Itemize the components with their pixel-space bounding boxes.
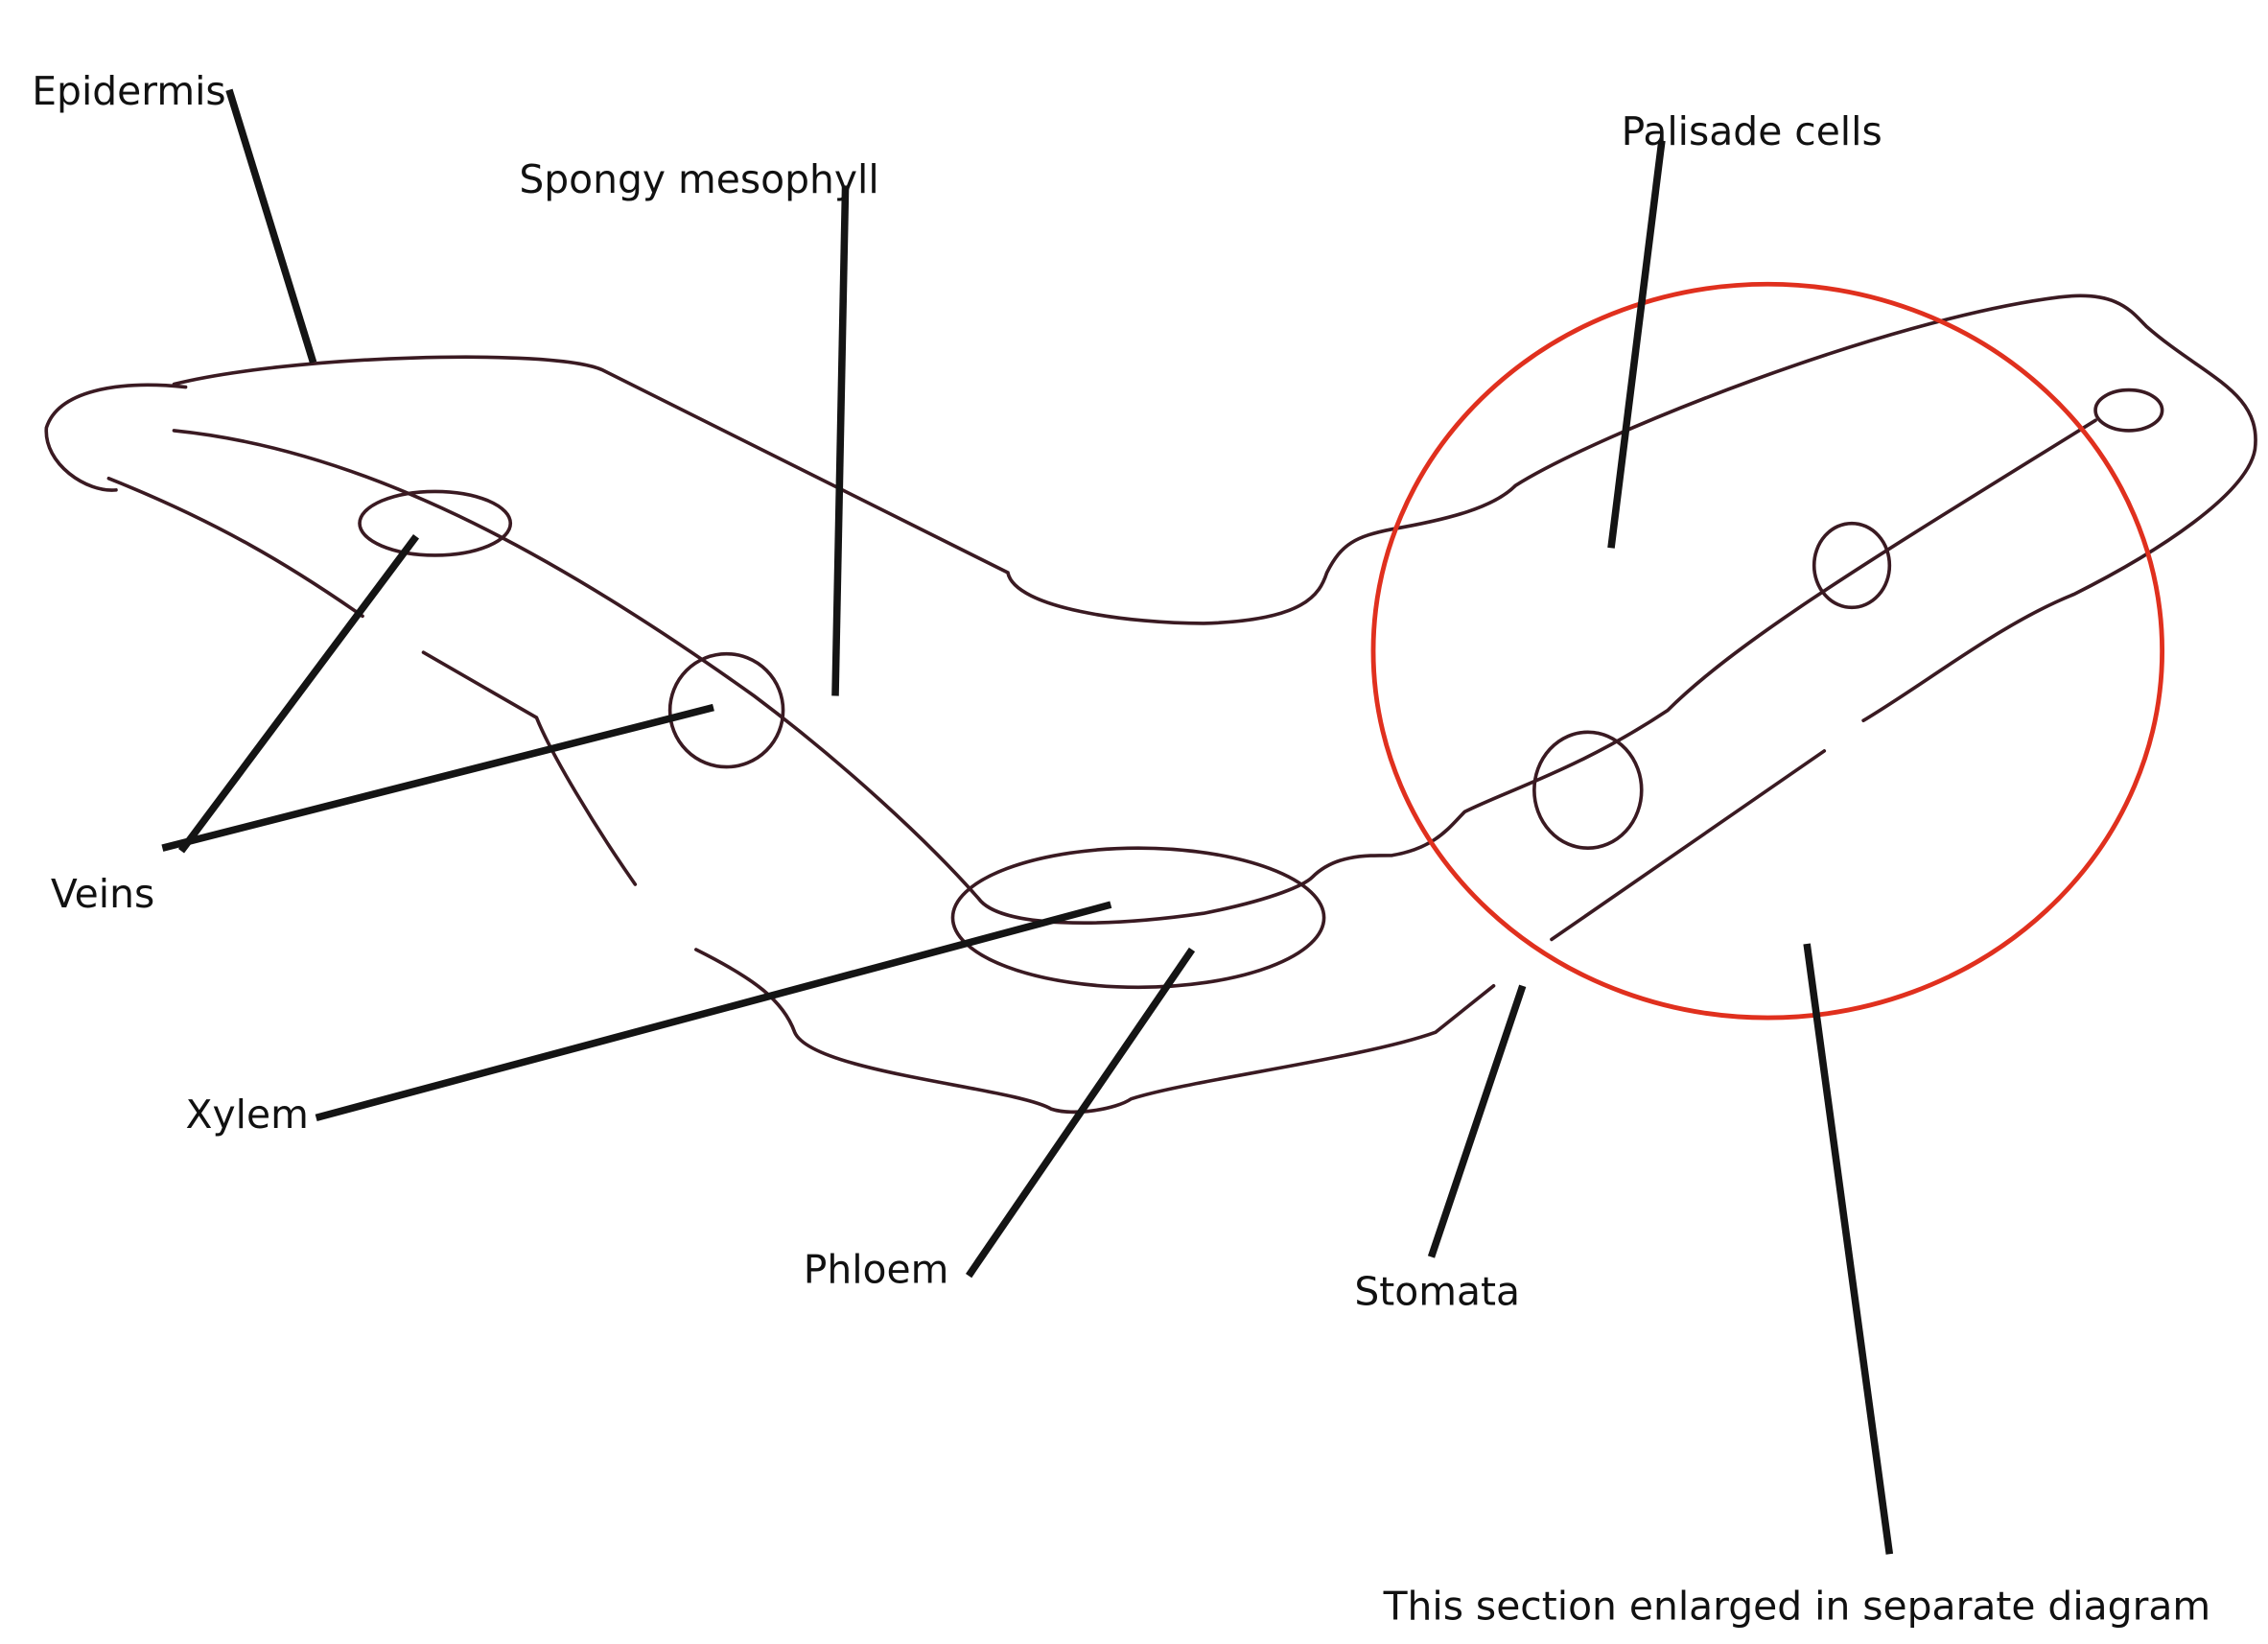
veins-pointer-2 — [161, 703, 714, 852]
label-veins: Veins — [51, 871, 154, 917]
pointer-lines — [161, 88, 1894, 1555]
stomata-pointer — [1427, 984, 1527, 1258]
label-epidermis: Epidermis — [32, 68, 225, 114]
label-enlarged-note: This section enlarged in separate diagra… — [1383, 1583, 2211, 1629]
xylem-pointer — [315, 901, 1112, 1121]
inner-layer-line — [172, 418, 2097, 925]
enlarged-section-circle — [1370, 281, 2165, 1021]
veins-pointer-1 — [177, 533, 420, 854]
phloem-pointer — [965, 947, 1196, 1279]
label-xylem: Xylem — [186, 1092, 309, 1138]
vein-1 — [358, 489, 513, 557]
lower-line-1 — [106, 476, 364, 619]
spongy-mesophyll-pointer — [831, 185, 850, 696]
lower-line-2 — [421, 650, 638, 886]
lower-line-3 — [1550, 749, 1827, 942]
vein-2 — [667, 651, 785, 769]
leaf-tip-curve — [44, 383, 188, 492]
vein-5 — [2093, 388, 2164, 433]
palisade-pointer — [1607, 140, 1666, 549]
label-phloem: Phloem — [804, 1247, 949, 1293]
label-stomata: Stomata — [1354, 1268, 1520, 1314]
epidermis-pointer — [225, 88, 317, 364]
label-palisade-cells: Palisade cells — [1622, 108, 1882, 154]
labels: Epidermis Spongy mesophyll Palisade cell… — [32, 68, 2210, 1629]
label-spongy-mesophyll: Spongy mesophyll — [519, 156, 878, 202]
vein-4 — [1812, 521, 1892, 610]
vein-shapes — [358, 388, 2164, 990]
main-vein — [950, 846, 1326, 990]
enlarged-note-pointer — [1803, 943, 1894, 1555]
vein-3 — [1532, 730, 1644, 851]
upper-epidermis-line — [172, 294, 2257, 723]
